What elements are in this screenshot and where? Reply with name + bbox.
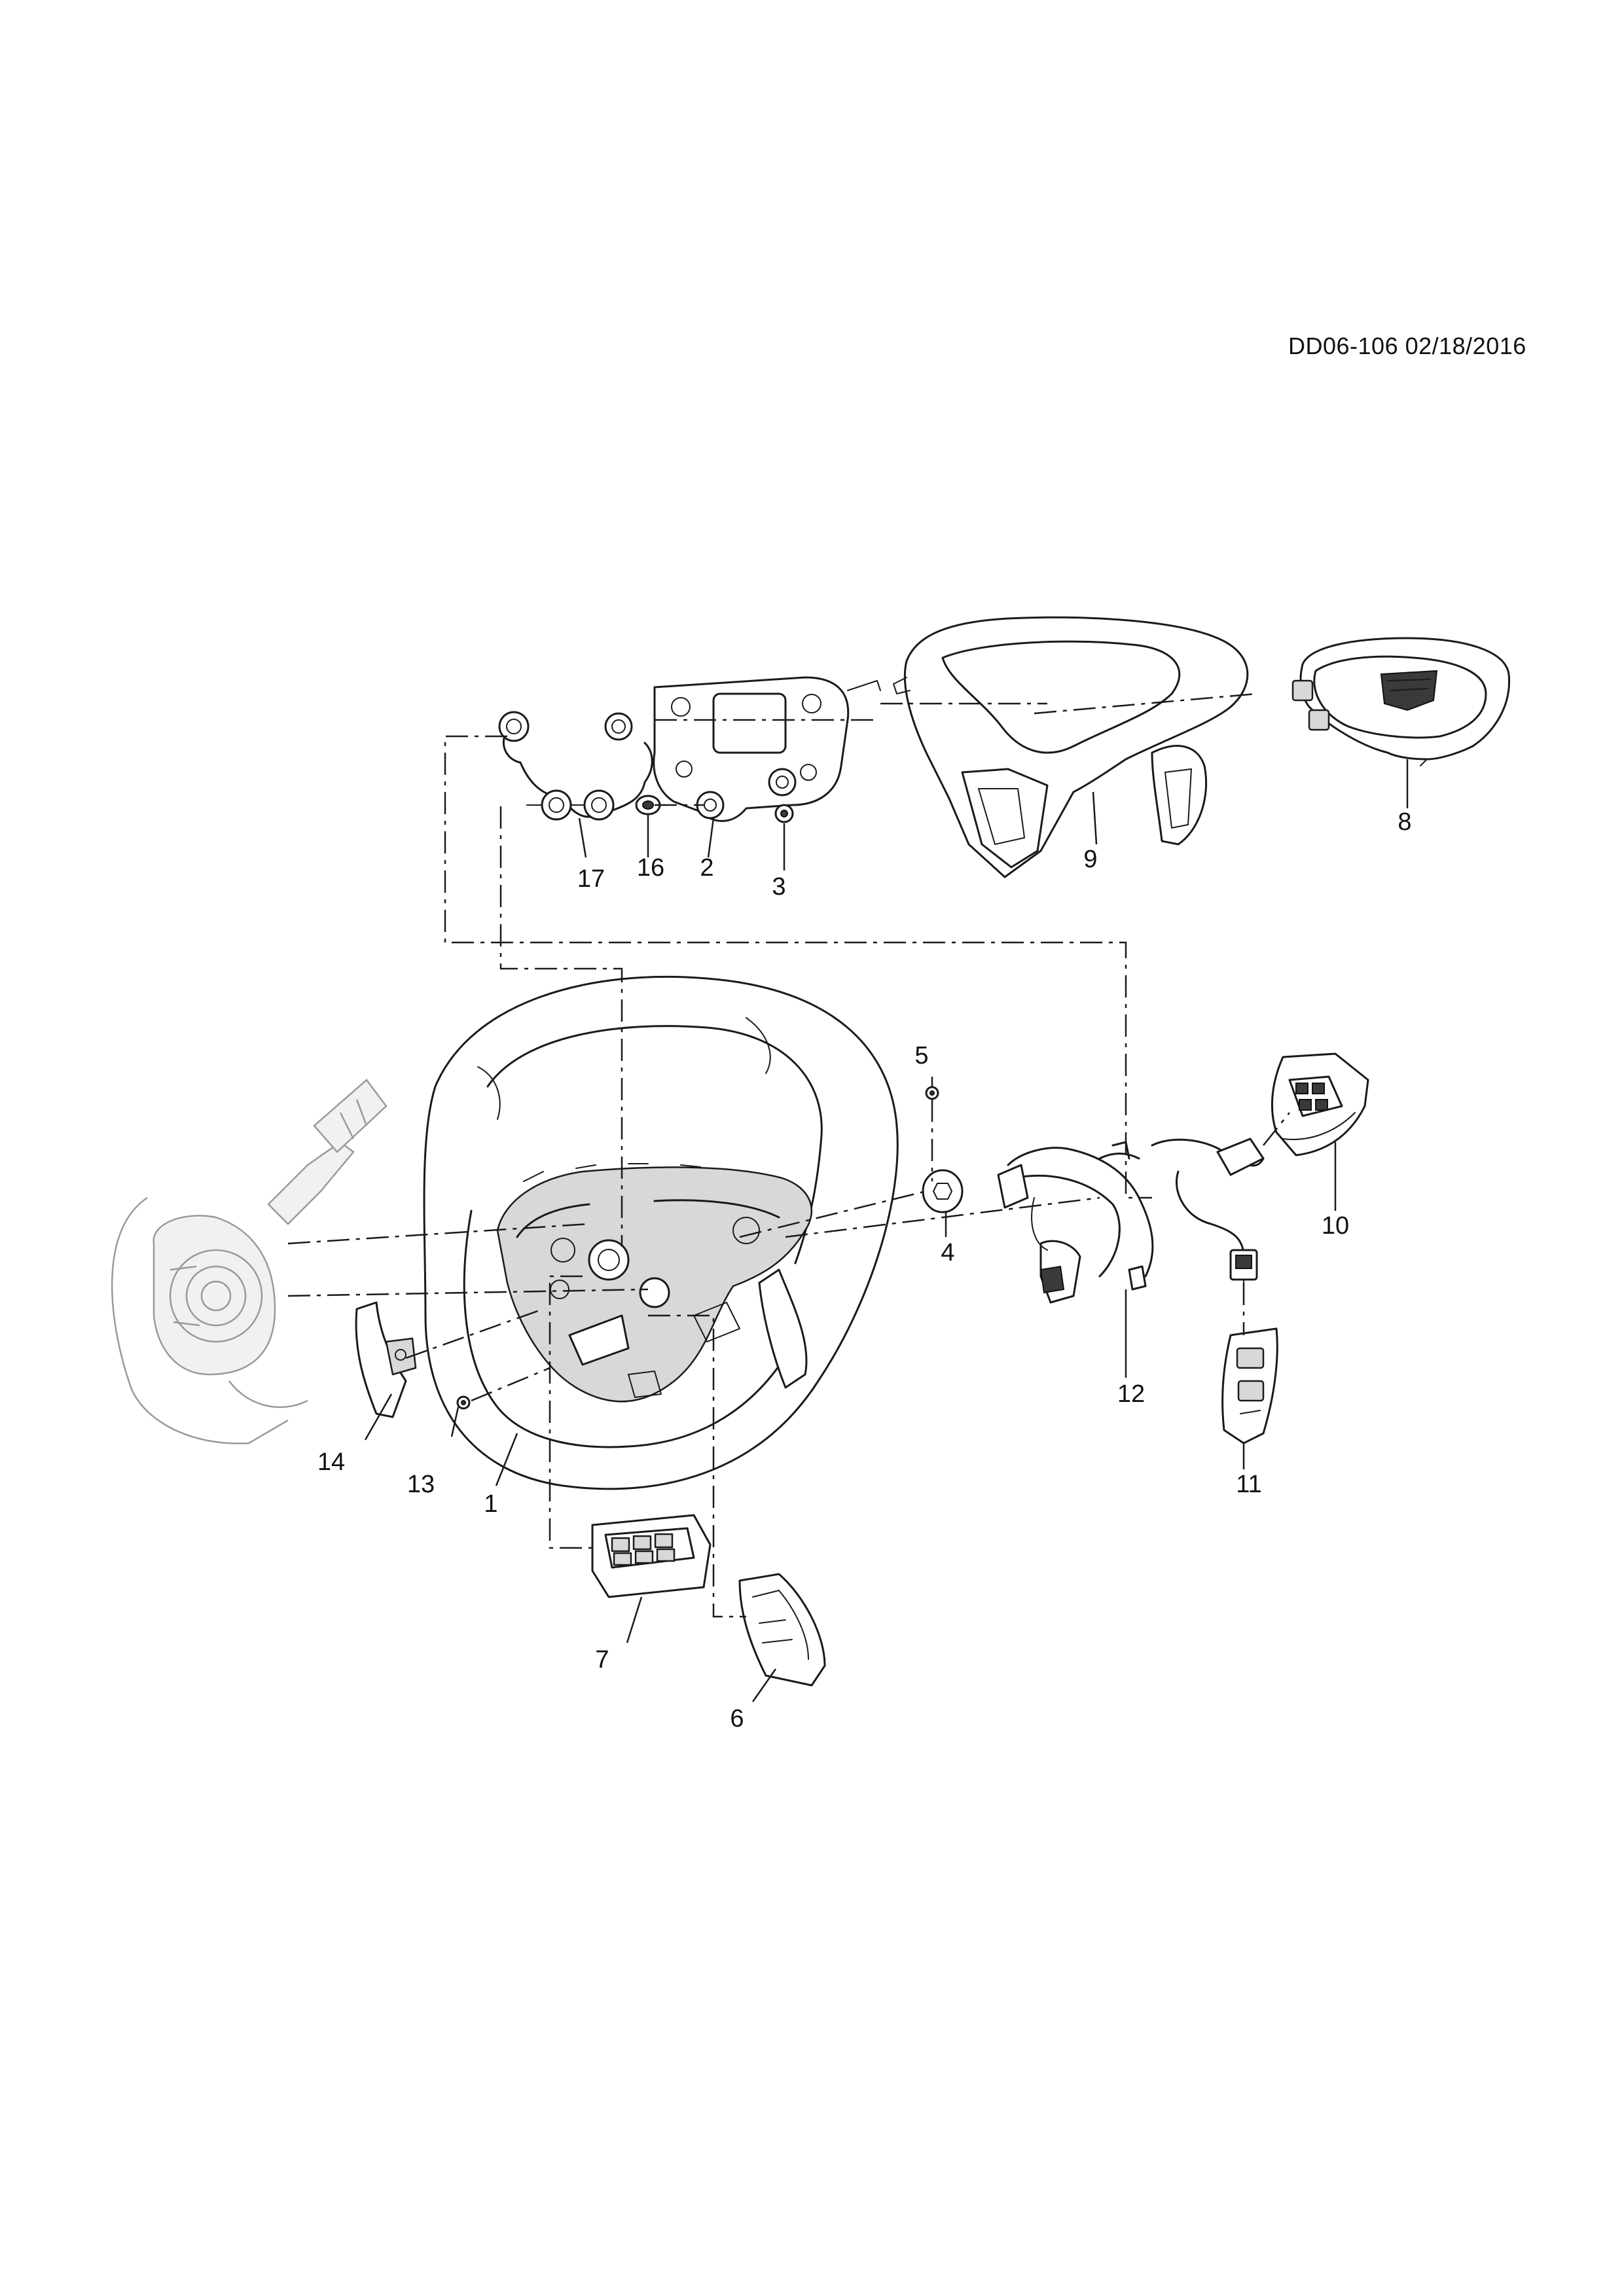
callout-8: 8 [1398,808,1411,836]
airbag-module [1291,637,1511,766]
paddle-shift-switch [355,1301,417,1418]
wiring-harness [997,1141,1154,1304]
switch-harness [1151,1138,1265,1297]
grommet [635,795,661,816]
callout-17: 17 [577,865,605,893]
switch-bezel [738,1573,826,1687]
callout-11: 11 [1236,1471,1261,1498]
document-reference: DD06-106 02/18/2016 [1288,332,1526,359]
control-switch-11 [1221,1327,1278,1444]
callout-3: 3 [772,873,785,901]
callout-9: 9 [1083,846,1097,873]
callout-6: 6 [730,1705,744,1732]
callout-12: 12 [1117,1380,1145,1408]
screw-13 [456,1395,471,1410]
callout-10: 10 [1322,1212,1349,1240]
steering-wheel [423,975,899,1490]
callout-16: 16 [637,854,664,882]
callout-14: 14 [317,1448,345,1476]
callout-2: 2 [700,854,713,882]
callout-4: 4 [941,1239,954,1266]
control-switch-7 [591,1514,712,1598]
callout-5: 5 [914,1042,928,1069]
callout-1: 1 [484,1490,497,1518]
leader-lines [364,759,1409,1702]
screw-5 [925,1086,939,1100]
steering-column-ghost [111,1079,388,1444]
horn-switch-plate [653,676,881,822]
bolt-4 [922,1169,964,1213]
control-switch-10 [1271,1052,1369,1157]
callout-labels: 17 16 2 3 9 8 5 4 10 12 11 14 13 1 7 6 [317,808,1412,1732]
trim-cover [893,616,1249,878]
callout-7: 7 [595,1646,609,1674]
assembly-lines [287,692,1290,1618]
callout-13: 13 [407,1471,435,1498]
horn-switch-harness [498,711,653,821]
bolt-3 [774,804,794,823]
